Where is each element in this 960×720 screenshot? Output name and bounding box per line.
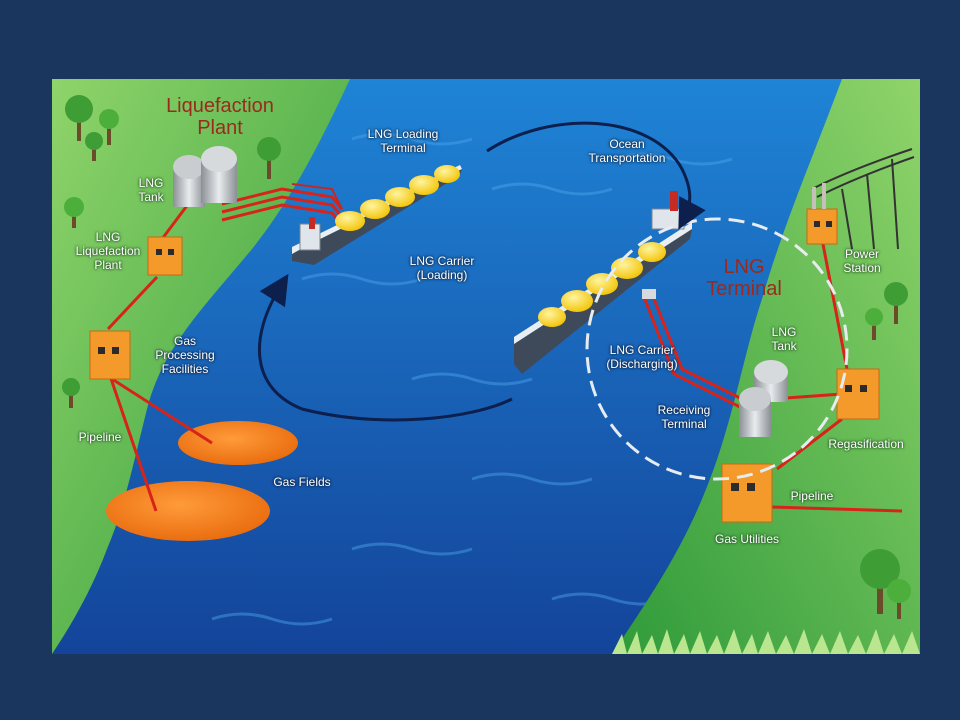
power-station-label: Power Station xyxy=(843,247,881,275)
lng-carrier-loading xyxy=(292,165,462,265)
wave-pattern xyxy=(211,132,733,626)
cargo-dome xyxy=(434,165,460,183)
receiving-terminal-label: Receiving Terminal xyxy=(657,403,711,431)
land-left xyxy=(52,79,350,654)
loading-terminal-jetty xyxy=(291,183,343,210)
cargo-dome xyxy=(561,290,593,312)
cargo-dome xyxy=(611,257,643,279)
lng-tank-right xyxy=(739,360,788,437)
grass xyxy=(612,629,920,654)
lng-tank-left-label: LNG Tank xyxy=(138,176,164,204)
cargo-dome xyxy=(409,175,439,195)
cargo-dome xyxy=(385,187,415,207)
lng-supply-chain-diagram: Liquefaction Plant LNG Terminal LNG Load… xyxy=(52,79,920,654)
trees xyxy=(62,95,911,619)
ocean-transportation-label: Ocean Transportation xyxy=(588,137,666,165)
ocean-transport-arrow-return xyxy=(257,273,513,422)
pipeline-right-label: Pipeline xyxy=(790,489,834,503)
lng-terminal-title: LNG Terminal xyxy=(706,256,782,300)
lng-tank-right-label: LNG Tank xyxy=(771,325,797,353)
lng-carrier-loading-label: LNG Carrier (Loading) xyxy=(409,254,475,282)
pipeline-right xyxy=(642,238,903,513)
lng-liquefaction-plant-building xyxy=(147,236,183,276)
power-station-building xyxy=(806,183,838,245)
cargo-dome xyxy=(335,211,365,231)
lng-liquefaction-plant-label: LNG Liquefaction Plant xyxy=(75,230,141,272)
cargo-dome xyxy=(360,199,390,219)
lng-carrier-discharging-label: LNG Carrier (Discharging) xyxy=(606,343,678,371)
gas-field-upper xyxy=(178,421,298,465)
gas-utilities-building xyxy=(721,463,773,523)
cargo-dome xyxy=(586,273,618,295)
gas-field-lower xyxy=(106,481,270,541)
gas-utilities-label: Gas Utilities xyxy=(714,532,779,546)
gas-fields-label: Gas Fields xyxy=(273,475,331,489)
pipeline-left-label: Pipeline xyxy=(78,430,122,444)
ocean-transport-arrow-outbound xyxy=(486,121,706,230)
lng-carrier-discharging xyxy=(514,191,692,374)
liquefaction-plant-title: Liquefaction Plant xyxy=(166,95,274,139)
gas-processing-facilities-label: Gas Processing Facilities xyxy=(155,334,215,376)
regasification-label: Regasification xyxy=(828,437,904,451)
cargo-dome xyxy=(538,307,566,327)
gas-processing-building xyxy=(89,330,131,380)
cargo-dome xyxy=(638,242,666,262)
lng-loading-terminal-label: LNG Loading Terminal xyxy=(367,127,439,155)
lng-tank-left xyxy=(173,146,237,207)
lng-terminal-boundary xyxy=(585,217,849,481)
